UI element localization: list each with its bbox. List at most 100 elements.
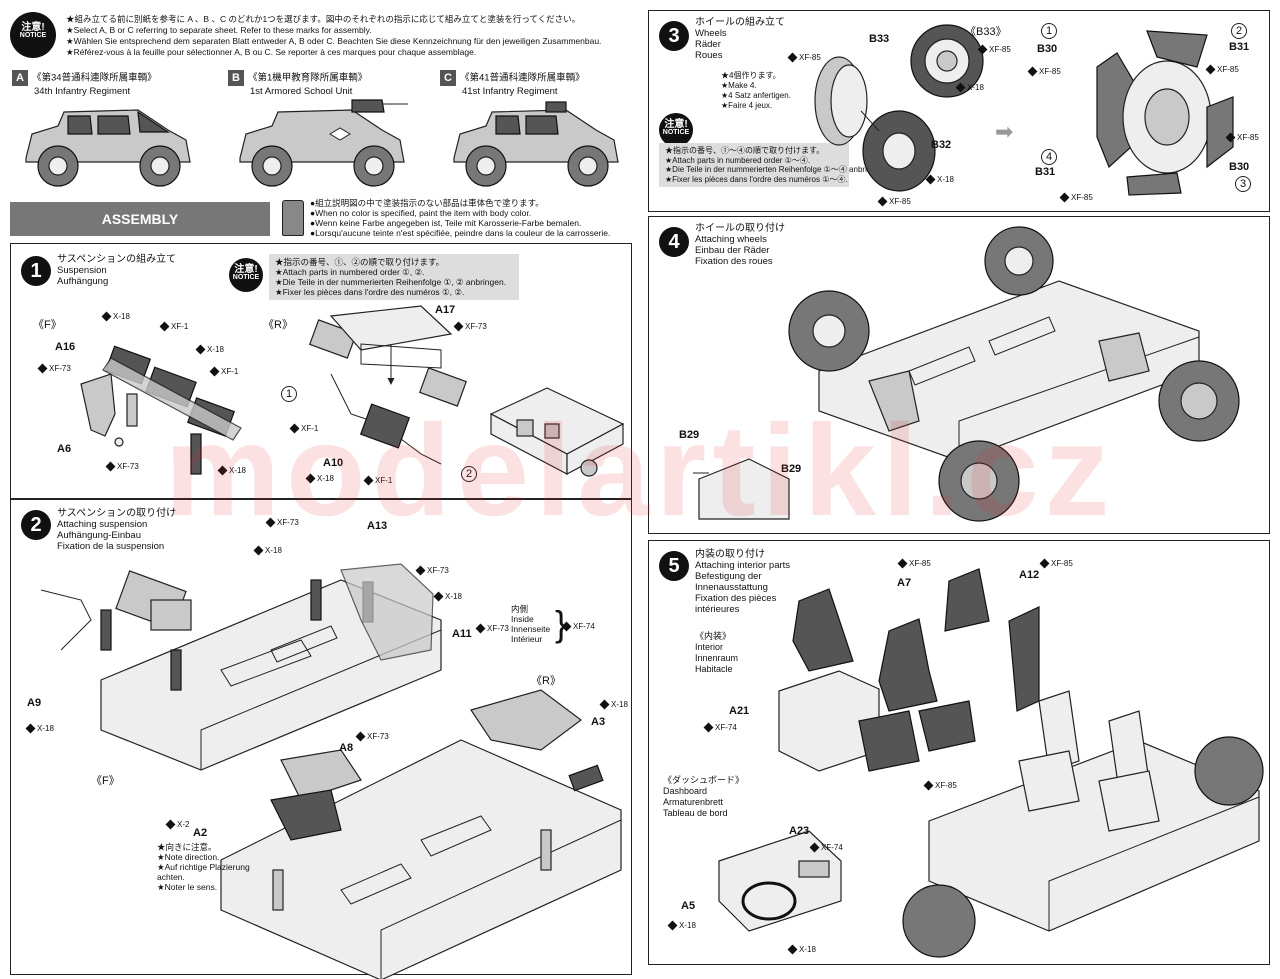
step4-title: ホイールの取り付け Attaching wheels Einbau der Rä… [695, 223, 785, 267]
part-a2: A2 [193, 827, 208, 839]
b33-detail-diagram [910, 24, 984, 98]
inside-note: 内側 Inside Innenseite Intérieur [511, 604, 551, 644]
step1-rear-label: 《R》 [263, 319, 293, 331]
step4-number: 4 [659, 227, 689, 257]
paint-xf73: XF-73 [455, 322, 487, 331]
step2-front-label: 《F》 [91, 775, 120, 787]
part-a21: A21 [729, 705, 750, 717]
paint-xf1: XF-1 [291, 424, 318, 433]
version-a: A《第34普通科連隊所属車輌》 34th Infantry Regiment [12, 70, 157, 97]
part-a16: A16 [55, 341, 76, 353]
part-b33-detail: 《B33》 [965, 26, 1007, 38]
step3-title: ホイールの組み立て Wheels Räder Roues [695, 17, 785, 61]
step1-panel: 1 サスペンションの組み立て Suspension Aufhängung 注意!… [10, 243, 632, 499]
paint-xf1: XF-1 [365, 476, 392, 485]
part-a8: A8 [339, 742, 354, 754]
part-b29: B29 [679, 429, 700, 441]
paint-xf85: XF-85 [1061, 193, 1093, 202]
part-a5: A5 [681, 900, 696, 912]
step1-notice: ★指示の番号、①、②の順で取り付けます。 ★Attach parts in nu… [269, 254, 519, 300]
part-a3: A3 [591, 716, 606, 728]
vehicle-c-illustration [453, 101, 619, 187]
step2-title: サスペンションの取り付け Attaching suspension Aufhän… [57, 508, 177, 552]
wheel-assembly-diagram [814, 56, 936, 192]
paint-xf73: XF-73 [357, 732, 389, 741]
paint-x18: X-18 [103, 312, 130, 321]
step2-rear-label: 《R》 [531, 675, 561, 687]
paint-xf85: XF-85 [789, 53, 821, 62]
arrow-icon: ➡ [995, 119, 1014, 144]
version-c: C《第41普通科連隊所属車輌》 41st Infantry Regiment [440, 70, 585, 97]
step1-notice-badge: 注意!NOTICE [229, 258, 263, 292]
part-a7: A7 [897, 577, 912, 589]
paint-xf74: XF-74 [563, 622, 595, 631]
paint-xf73: XF-73 [39, 364, 71, 373]
assembly-header: ASSEMBLY [10, 202, 270, 236]
paint-x18: X-18 [669, 921, 696, 930]
seats-diagram [778, 568, 1040, 772]
part-b30-3: B30 [1229, 161, 1250, 173]
paint-x18: X-18 [789, 945, 816, 954]
step4-panel: 4 ホイールの取り付け Attaching wheels Einbau der … [648, 216, 1270, 534]
dashboard-label: 《ダッシュボード》 Dashboard Armaturenbrett Table… [663, 775, 745, 818]
order-2: 2 [461, 466, 477, 482]
paint-xf73: XF-73 [267, 518, 299, 527]
step3-notice: ★指示の番号、①〜④の順で取り付けます。 ★Attach parts in nu… [659, 143, 887, 187]
body-color-note: ●組立説明図の中で塗装指示のない部品は車体色で塗ります。 ●When no co… [310, 198, 611, 238]
paint-xf85: XF-85 [925, 781, 957, 790]
paint-xf85: XF-85 [1207, 65, 1239, 74]
paint-x18: X-18 [435, 592, 462, 601]
order-1: 1 [1041, 23, 1057, 39]
paint-x2: X-2 [167, 820, 189, 829]
part-a10: A10 [323, 457, 344, 469]
order-1: 1 [281, 386, 297, 402]
vehicle-b-illustration [239, 99, 408, 187]
paint-x18: X-18 [219, 466, 246, 475]
paint-xf1: XF-1 [211, 367, 238, 376]
step5-title: 内装の取り付け Attaching interior parts Befesti… [695, 549, 791, 615]
paint-x18: X-18 [601, 700, 628, 709]
paint-xf74: XF-74 [811, 843, 843, 852]
paint-x18: X-18 [957, 83, 984, 92]
paint-x18: X-18 [27, 724, 54, 733]
part-b31-4: B31 [1035, 166, 1056, 178]
step3-panel: 3 ホイールの組み立て Wheels Räder Roues ★4個作ります。 … [648, 10, 1270, 212]
order-2: 2 [1231, 23, 1247, 39]
chassis-front-diagram [40, 563, 442, 771]
part-a9: A9 [27, 697, 42, 709]
paint-xf73: XF-73 [477, 624, 509, 633]
make-four-note: ★4個作ります。 ★Make 4. ★4 Satz anfertigen. ★F… [721, 71, 791, 110]
inside-bracket: } [555, 603, 568, 644]
rear-suspension-diagram [308, 305, 468, 465]
vehicle-a-illustration [25, 109, 191, 187]
part-a13: A13 [367, 520, 388, 532]
paint-xf73: XF-73 [417, 566, 449, 575]
order-4: 4 [1041, 149, 1057, 165]
step5-panel: 5 内装の取り付け Attaching interior parts Befes… [648, 540, 1270, 965]
paint-jar-icon [282, 200, 304, 236]
paint-xf74: XF-74 [705, 723, 737, 732]
part-a6: A6 [57, 443, 72, 455]
step1-front-label: 《F》 [33, 319, 62, 331]
part-b30-1: B30 [1037, 43, 1058, 55]
version-b: B《第1機甲教育隊所属車輌》 1st Armored School Unit [228, 70, 367, 97]
paint-xf85: XF-85 [899, 559, 931, 568]
step5-number: 5 [659, 551, 689, 581]
interior-label: 《内装》 Interior Innenraum Habitacle [695, 631, 739, 674]
step1-reference-diagram [489, 387, 625, 477]
step2-panel: 2 サスペンションの取り付け Attaching suspension Aufh… [10, 499, 632, 979]
step3-number: 3 [659, 21, 689, 51]
tire-assembly-diagram [1096, 30, 1234, 196]
part-a11: A11 [452, 628, 472, 640]
b29-detail-diagram [693, 458, 790, 520]
part-a17: A17 [435, 304, 456, 316]
order-3: 3 [1235, 176, 1251, 192]
paint-xf1: XF-1 [161, 322, 188, 331]
part-b31-2: B31 [1229, 41, 1250, 53]
step2-number: 2 [21, 510, 51, 540]
step1-number: 1 [21, 256, 51, 286]
paint-xf85: XF-85 [979, 45, 1011, 54]
note-direction: ★向きに注意。 ★Note direction. ★Auf richtige P… [157, 842, 250, 892]
paint-x18: X-18 [197, 345, 224, 354]
notice-text: ★組み立てる前に別紙を参考に A 、B 、C のどれか1つを選びます。図中のそれ… [66, 14, 602, 57]
